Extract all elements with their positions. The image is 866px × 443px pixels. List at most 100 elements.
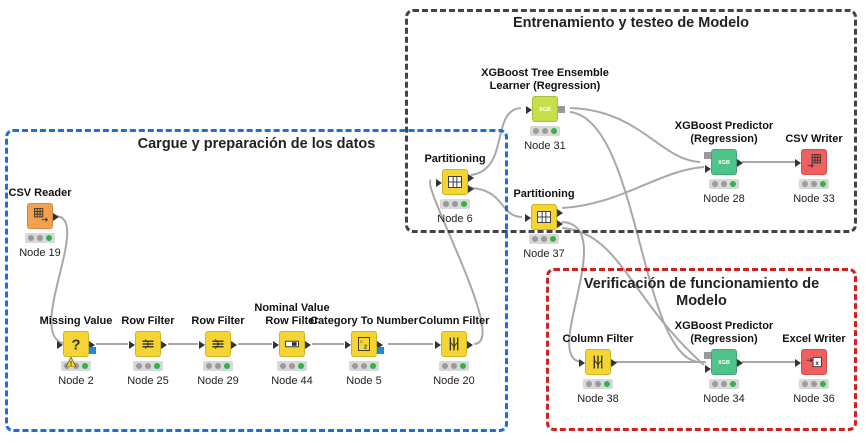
svg-text:. . .: . . . [33, 221, 38, 225]
node-title: Partitioning [513, 188, 575, 200]
node-title: Row Filter [121, 315, 175, 327]
node-id: Node 37 [523, 248, 565, 260]
node-title: Row Filter [191, 315, 245, 327]
xgb-learner-icon[interactable]: XGB [526, 96, 565, 122]
node-xgboost-predictor-34[interactable]: XGBoost Predictor (Regression) XGB Node … [669, 320, 779, 406]
row-filter-icon[interactable] [129, 331, 167, 357]
node-partitioning-6[interactable]: Partitioning Node 6 [400, 153, 510, 226]
node-title: Nominal Value Row Filter [254, 302, 330, 327]
node-title: XGBoost Predictor (Regression) [674, 120, 774, 145]
node-id: Node 36 [793, 393, 835, 405]
status-indicator [349, 361, 379, 371]
node-id: Node 44 [271, 375, 313, 387]
xgb-text: XGB [539, 107, 551, 113]
question-icon[interactable]: ? [57, 331, 96, 357]
node-missing-value-2[interactable]: Missing Value ? ! Node 2 [21, 315, 131, 388]
node-title: Missing Value [39, 315, 113, 327]
node-id: Node 34 [703, 393, 745, 405]
status-indicator [530, 126, 560, 136]
node-csv-reader-19[interactable]: CSV Reader . . . Node 19 [0, 187, 95, 260]
status-indicator [799, 379, 829, 389]
node-id: Node 19 [19, 247, 61, 259]
xgb-predictor-icon[interactable]: XGB [704, 149, 743, 175]
annotation-prep-title: Cargue y preparación de los datos [137, 136, 376, 152]
node-id: Node 6 [437, 213, 473, 225]
column-filter-icon[interactable] [435, 331, 473, 357]
partitioning-icon[interactable] [525, 204, 563, 230]
node-csv-writer-33[interactable]: CSV Writer . . . Node 33 [759, 133, 866, 206]
node-id: Node 20 [433, 375, 475, 387]
node-id: Node 33 [793, 193, 835, 205]
svg-text:?: ? [71, 338, 80, 354]
column-filter-icon[interactable] [579, 349, 617, 375]
annotation-verify: Verificación de funcionamiento de Modelo [546, 268, 857, 431]
warning-icon: ! [66, 357, 76, 367]
svg-text:. . .: . . . [806, 368, 811, 372]
node-nominal-value-row-filter-44[interactable]: Nominal Value Row Filter Node 44 [237, 302, 347, 388]
edge-37-28[interactable] [561, 166, 705, 209]
node-column-filter-38[interactable]: Column Filter Node 38 [543, 333, 653, 406]
xgb-text: XGB [718, 360, 730, 366]
node-title: XGBoost Tree Ensemble Learner (Regressio… [481, 67, 609, 92]
annotation-verify-title: Verificación de funcionamiento de Modelo [583, 276, 820, 309]
csv-writer-icon[interactable]: . . . [795, 149, 827, 175]
node-title: XGBoost Predictor (Regression) [674, 320, 774, 345]
node-xgboost-predictor-28[interactable]: XGBoost Predictor (Regression) XGB Node … [669, 120, 779, 206]
edge-19-2[interactable] [50, 215, 69, 345]
svg-text:. . .: . . . [807, 168, 812, 172]
xgb-text: XGB [718, 160, 730, 166]
status-indicator [709, 379, 739, 389]
status-indicator [709, 179, 739, 189]
edge-31-28[interactable] [569, 107, 701, 163]
node-title: Excel Writer [782, 333, 846, 345]
status-indicator [277, 361, 307, 371]
node-row-filter-29[interactable]: Row Filter Node 29 [163, 315, 273, 388]
svg-text:c: c [360, 339, 363, 344]
edge-31-34[interactable] [569, 111, 701, 363]
annotation-prep: Cargue y preparación de los datos [5, 129, 508, 432]
status-indicator [25, 233, 55, 243]
node-id: Node 25 [127, 375, 169, 387]
excel-writer-icon[interactable]: x. . . [795, 349, 827, 375]
csv-reader-icon[interactable]: . . . [27, 203, 59, 229]
node-excel-writer-36[interactable]: Excel Writer x. . . Node 36 [759, 333, 866, 406]
node-partitioning-37[interactable]: Partitioning Node 37 [489, 188, 599, 261]
edge-6-31[interactable] [470, 107, 522, 176]
status-indicator [203, 361, 233, 371]
status-indicator [133, 361, 163, 371]
status-indicator: ! [61, 357, 91, 371]
status-indicator [440, 199, 470, 209]
edge-6-37[interactable] [470, 187, 523, 218]
node-id: Node 29 [197, 375, 239, 387]
node-id: Node 38 [577, 393, 619, 405]
nominal-filter-icon[interactable] [273, 331, 311, 357]
node-column-filter-20[interactable]: Column Filter Node 20 [399, 315, 509, 388]
annotation-model: Entrenamiento y testeo de Modelo [405, 9, 857, 233]
node-title: Category To Number [310, 315, 418, 327]
annotation-model-title: Entrenamiento y testeo de Modelo [512, 15, 750, 31]
node-id: Node 28 [703, 193, 745, 205]
status-indicator [799, 179, 829, 189]
node-id: Node 5 [346, 375, 382, 387]
status-indicator [529, 234, 559, 244]
status-indicator [439, 361, 469, 371]
edge-20-6[interactable] [429, 179, 484, 345]
node-row-filter-25[interactable]: Row Filter Node 25 [93, 315, 203, 388]
status-indicator [583, 379, 613, 389]
node-id: Node 2 [58, 375, 94, 387]
edge-37-38[interactable] [561, 221, 585, 363]
partitioning-icon[interactable] [436, 169, 474, 195]
node-title: Column Filter [562, 333, 634, 345]
row-filter-icon[interactable] [199, 331, 237, 357]
svg-text:!: ! [70, 361, 72, 367]
node-xgboost-learner-31[interactable]: XGBoost Tree Ensemble Learner (Regressio… [481, 67, 609, 153]
node-title: Partitioning [424, 153, 486, 165]
xgb-predictor-icon[interactable]: XGB [704, 349, 743, 375]
node-id: Node 31 [524, 140, 566, 152]
node-title: CSV Reader [8, 187, 72, 199]
node-title: Column Filter [418, 315, 490, 327]
